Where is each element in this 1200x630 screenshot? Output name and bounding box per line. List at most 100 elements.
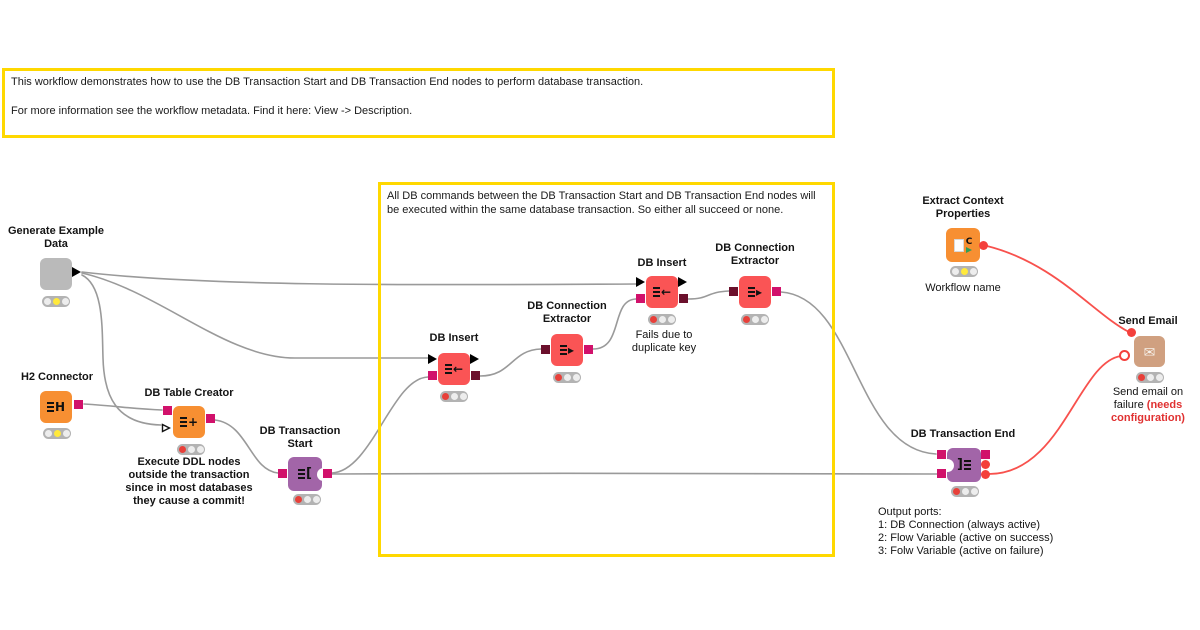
annotation-transaction-scope-text: All DB commands between the DB Transacti… bbox=[387, 190, 816, 216]
db-session-out-port[interactable] bbox=[74, 400, 83, 409]
node-db-connection-extractor-2[interactable]: ▸ bbox=[739, 276, 771, 308]
icon-letter: H bbox=[54, 400, 66, 414]
wire-db-table-creator-to-transaction-start[interactable] bbox=[214, 419, 279, 474]
wire-db-insert-2-to-extractor-2[interactable] bbox=[687, 290, 730, 300]
db-session-out-port[interactable] bbox=[323, 469, 332, 478]
node-db-connection-extractor-1[interactable]: ▸ bbox=[551, 334, 583, 366]
db-session-out-port[interactable] bbox=[206, 414, 215, 423]
icon-right-triangle: ▸ bbox=[567, 343, 575, 357]
node-send-email[interactable]: ✉ bbox=[1134, 336, 1165, 367]
db-session-in-port[interactable] bbox=[428, 371, 437, 380]
db-data-out-port[interactable] bbox=[679, 294, 688, 303]
db-data-in-port[interactable] bbox=[729, 287, 738, 296]
data-in-port[interactable] bbox=[428, 354, 437, 364]
db-session-in-port-2[interactable] bbox=[937, 469, 946, 478]
wire-extractor-2-to-transaction-end[interactable] bbox=[780, 291, 937, 455]
wire-extractor-1-to-db-insert-2[interactable] bbox=[592, 298, 637, 350]
envelope-icon: ✉ bbox=[1143, 343, 1156, 360]
status-light-db-connection-extractor-1 bbox=[553, 372, 581, 383]
db-session-out-port[interactable] bbox=[981, 450, 990, 459]
node-label-db-insert-1: DB Insert bbox=[429, 332, 479, 344]
annotation-intro-line1: This workflow demonstrates how to use th… bbox=[11, 76, 644, 88]
status-dot bbox=[312, 496, 320, 503]
db-session-in-port-1[interactable] bbox=[937, 450, 946, 459]
wire-transaction-start-to-db-insert-1[interactable] bbox=[331, 376, 429, 474]
extract-context-properties-icon: C bbox=[953, 237, 972, 253]
db-session-out-port[interactable] bbox=[584, 345, 593, 354]
wire-transaction-end-to-send-email[interactable] bbox=[987, 355, 1122, 475]
document-glyph bbox=[953, 238, 964, 252]
db-session-in-port[interactable] bbox=[163, 406, 172, 415]
wire-transaction-start-to-transaction-end[interactable] bbox=[331, 472, 938, 475]
data-out-port[interactable] bbox=[678, 277, 687, 287]
data-out-port-icon[interactable] bbox=[72, 267, 81, 277]
node-db-insert-2[interactable]: ← bbox=[646, 276, 678, 308]
status-light-db-insert-1 bbox=[440, 391, 468, 402]
wire-h2-to-db-table-creator[interactable] bbox=[83, 403, 163, 411]
status-dot bbox=[450, 393, 458, 400]
caption-line: 2: Flow Variable (active on success) bbox=[878, 532, 1054, 544]
status-dot bbox=[43, 298, 51, 305]
status-dot bbox=[61, 298, 69, 305]
node-label-extract-context-properties: Extract Context Properties bbox=[922, 195, 1004, 220]
node-label-db-connection-extractor-1: DB Connection Extractor bbox=[527, 300, 607, 325]
db-transaction-start-icon: [ bbox=[298, 466, 312, 481]
caption-line: 1: DB Connection (always active) bbox=[878, 519, 1041, 531]
flow-variable-in-port[interactable] bbox=[1127, 328, 1136, 337]
status-light-extract-context-properties bbox=[950, 266, 978, 277]
db-list-glyph bbox=[179, 417, 187, 427]
db-session-in-port[interactable] bbox=[278, 469, 287, 478]
status-dot-red bbox=[742, 316, 750, 323]
status-dot bbox=[1155, 374, 1163, 381]
wire-generate-to-db-table-creator[interactable] bbox=[81, 274, 162, 426]
optional-flow-variable-in-port[interactable] bbox=[1119, 350, 1130, 361]
db-session-out-port[interactable] bbox=[772, 287, 781, 296]
db-list-glyph bbox=[559, 345, 567, 355]
annotation-intro[interactable]: This workflow demonstrates how to use th… bbox=[2, 68, 835, 138]
status-dot bbox=[760, 316, 768, 323]
caption-db-table-creator: Execute DDL nodes outside the transactio… bbox=[125, 456, 253, 507]
db-list-glyph bbox=[444, 364, 452, 374]
node-label-db-connection-extractor-2: DB Connection Extractor bbox=[715, 242, 795, 267]
node-extract-context-properties[interactable]: C bbox=[946, 228, 980, 262]
node-db-table-creator[interactable]: + bbox=[173, 406, 205, 438]
status-dot bbox=[1146, 374, 1154, 381]
db-list-glyph bbox=[298, 469, 306, 479]
db-session-in-port[interactable] bbox=[636, 294, 645, 303]
node-h2-connector[interactable]: H bbox=[40, 391, 72, 423]
flow-variable-out-port[interactable] bbox=[979, 241, 988, 250]
wire-extract-context-to-send-email[interactable] bbox=[986, 245, 1130, 333]
node-db-transaction-start[interactable]: [ bbox=[288, 457, 322, 491]
node-generate-example-data[interactable] bbox=[40, 258, 72, 290]
db-table-creator-icon: + bbox=[179, 416, 198, 428]
flow-variable-out-port-success[interactable] bbox=[981, 460, 990, 469]
wire-db-insert-1-to-extractor-1[interactable] bbox=[479, 348, 542, 377]
status-light-db-connection-extractor-2 bbox=[741, 314, 769, 325]
flow-variable-out-port-failure[interactable] bbox=[981, 470, 990, 479]
status-dot bbox=[751, 316, 759, 323]
db-insert-icon: ← bbox=[652, 286, 671, 298]
status-dot bbox=[951, 268, 959, 275]
wire-generate-to-db-insert-1[interactable] bbox=[81, 272, 429, 359]
caption-prefix: Send email on failure bbox=[1112, 386, 1184, 411]
node-label-send-email: Send Email bbox=[1118, 315, 1178, 327]
caption-needs-configuration: (needs configuration) bbox=[1111, 399, 1185, 424]
node-db-insert-1[interactable]: ← bbox=[438, 353, 470, 385]
status-dot-red bbox=[178, 446, 186, 453]
caption-line: 3: Folw Variable (active on failure) bbox=[878, 545, 1044, 557]
data-out-port[interactable] bbox=[470, 354, 479, 364]
status-dot bbox=[187, 446, 195, 453]
wire-generate-to-db-insert-2[interactable] bbox=[81, 271, 637, 286]
db-data-in-port[interactable] bbox=[541, 345, 550, 354]
optional-data-in-port[interactable] bbox=[161, 420, 172, 438]
icon-close-bracket: ] bbox=[957, 457, 963, 472]
annotation-intro-line2: For more information see the workflow me… bbox=[11, 105, 413, 117]
status-dot-red bbox=[952, 488, 960, 495]
data-in-port[interactable] bbox=[636, 277, 645, 287]
context-glyph: C bbox=[965, 237, 972, 253]
status-dot-red bbox=[294, 496, 302, 503]
annotation-transaction-scope[interactable]: All DB commands between the DB Transacti… bbox=[378, 182, 835, 557]
db-data-out-port[interactable] bbox=[471, 371, 480, 380]
icon-open-bracket: [ bbox=[306, 466, 312, 481]
